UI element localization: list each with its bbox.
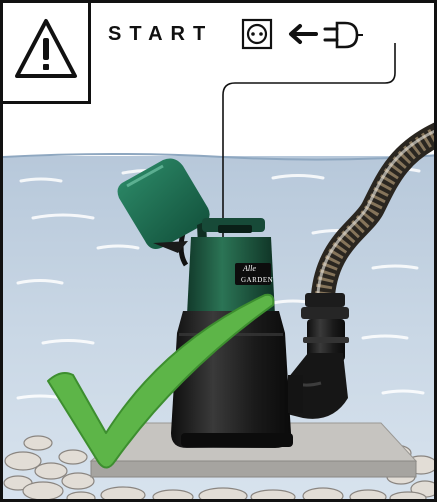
brand-label: Alle GARDEN bbox=[235, 263, 273, 285]
brand-main-text: GARDEN bbox=[241, 276, 273, 284]
power-socket-icon bbox=[241, 18, 273, 50]
base-plate-front bbox=[91, 461, 416, 477]
start-label: START bbox=[108, 23, 213, 46]
warning-box bbox=[3, 3, 91, 104]
warning-triangle-icon bbox=[13, 16, 79, 82]
power-plug-icon bbox=[323, 20, 363, 50]
arrow-left-icon bbox=[286, 23, 318, 45]
brand-small-text: Alle bbox=[242, 264, 256, 273]
